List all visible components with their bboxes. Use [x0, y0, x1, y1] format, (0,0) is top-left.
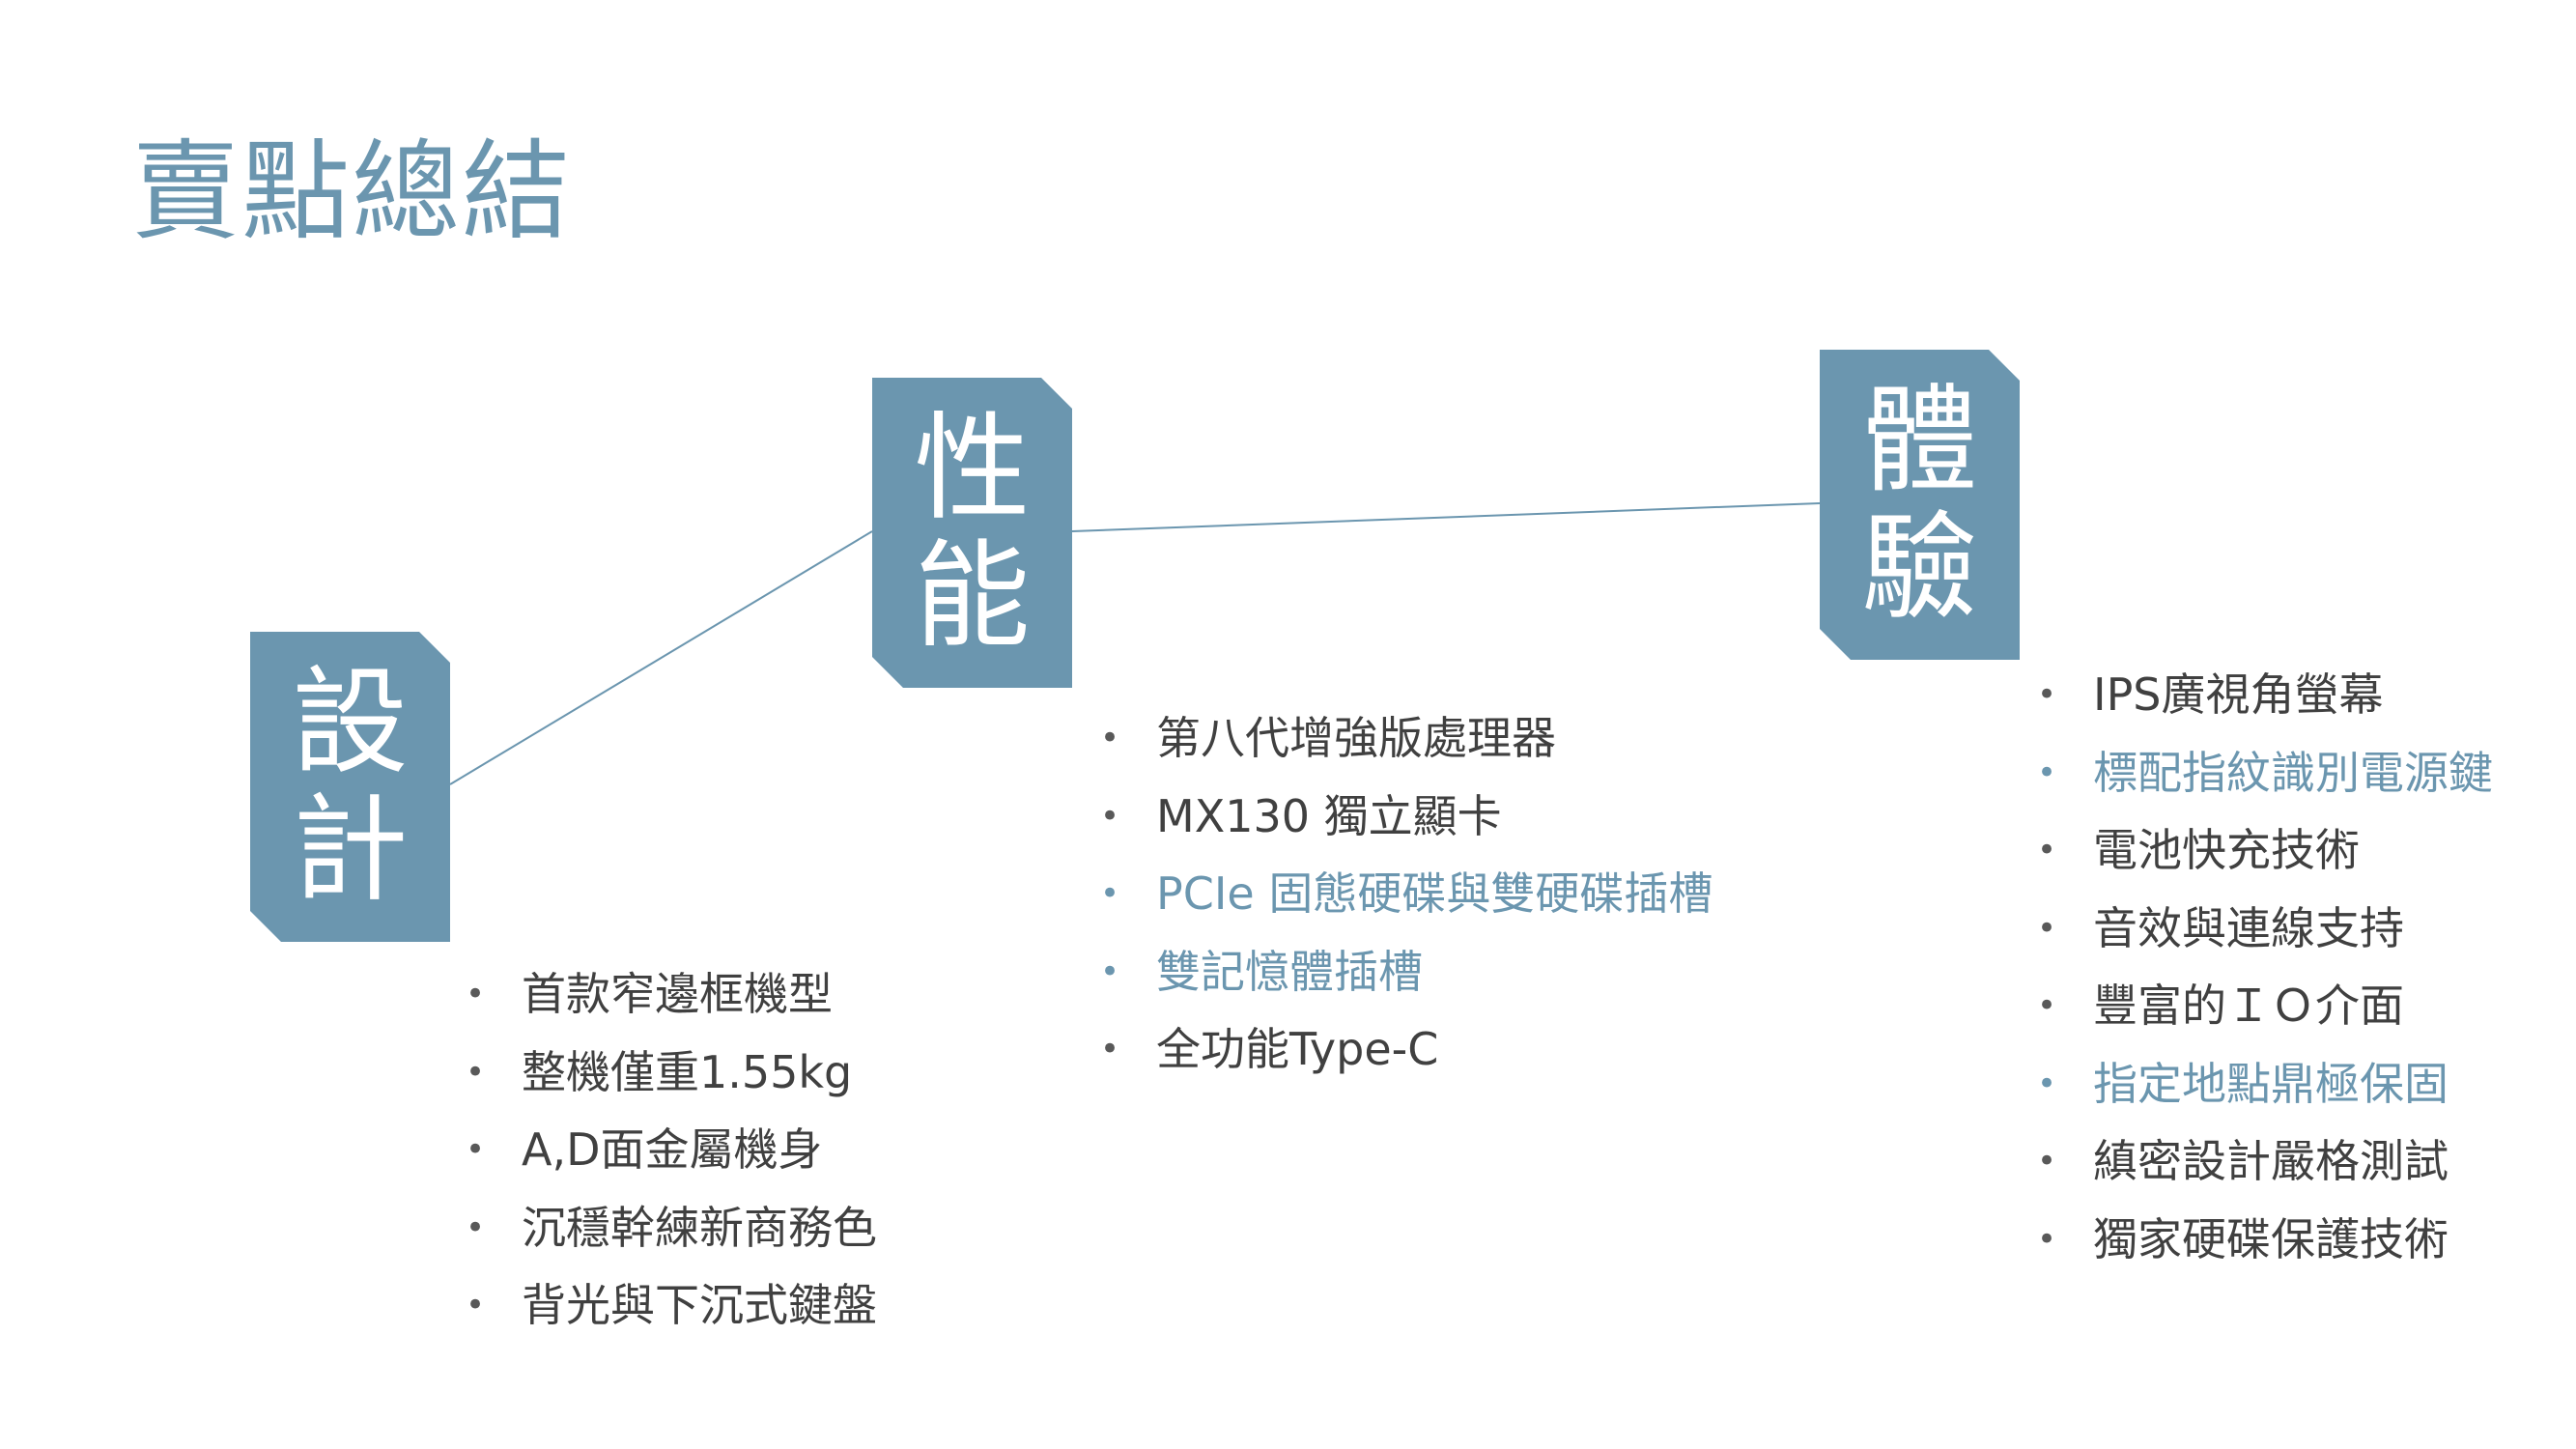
design-feature-item: • 沉穩幹練新商務色 [461, 1189, 877, 1267]
bullet-icon: • [465, 1286, 486, 1324]
experience-feature-item: • 標配指紋識別電源鍵 [2032, 734, 2493, 812]
connector-performance-experience [1071, 502, 1821, 532]
experience-feature-item: • 獨家硬碟保護技術 [2032, 1201, 2493, 1279]
performance-pillar-char-1: 性 [914, 401, 1031, 536]
bullet-icon: • [1099, 952, 1120, 991]
performance-feature-item: • PCIe 固態硬碟與雙硬碟插槽 [1095, 855, 1713, 933]
bullet-icon: • [2036, 986, 2057, 1025]
design-pillar-box: 設 計 [250, 632, 450, 942]
experience-feature-text: IPS廣視角螢幕 [2093, 668, 2384, 721]
bullet-icon: • [2036, 1142, 2057, 1180]
design-pillar-char-2: 計 [292, 782, 409, 918]
experience-feature-item: • 縝密設計嚴格測試 [2032, 1122, 2493, 1201]
design-feature-list: • 首款窄邊框機型 • 整機僅重1.55kg • A,D面金屬機身 • 沉穩幹練新商務色 • 背光… [461, 955, 877, 1345]
bullet-icon: • [465, 1052, 486, 1092]
experience-feature-text: 指定地點鼎極保固 [2093, 1057, 2449, 1110]
bullet-icon: • [2036, 675, 2057, 714]
bullet-icon: • [2036, 753, 2057, 792]
experience-feature-text: 縝密設計嚴格測試 [2093, 1135, 2449, 1187]
bullet-icon: • [2036, 1064, 2057, 1103]
performance-feature-text: 雙記憶體插槽 [1156, 945, 1423, 998]
experience-feature-item: • IPS廣視角螢幕 [2032, 656, 2493, 734]
bullet-icon: • [2036, 831, 2057, 869]
design-feature-item: • 整機僅重1.55kg [461, 1034, 877, 1112]
design-feature-item: • 背光與下沉式鍵盤 [461, 1266, 877, 1345]
performance-pillar-char-2: 能 [914, 528, 1031, 664]
performance-pillar-box: 性 能 [872, 378, 1072, 688]
bullet-icon: • [1099, 1030, 1120, 1068]
design-feature-item: • 首款窄邊框機型 [461, 955, 877, 1034]
experience-pillar-box: 體 驗 [1820, 350, 2020, 660]
performance-feature-item: • 雙記憶體插槽 [1095, 933, 1713, 1011]
slide-title: 賣點總結 [131, 129, 572, 255]
experience-feature-text: 獨家硬碟保護技術 [2093, 1212, 2449, 1265]
experience-feature-text: 標配指紋識別電源鍵 [2093, 746, 2493, 799]
design-feature-item: • A,D面金屬機身 [461, 1111, 877, 1189]
experience-pillar-char-1: 體 [1861, 373, 1978, 508]
experience-feature-text: 豐富的ＩＯ介面 [2093, 980, 2404, 1032]
experience-feature-item: • 豐富的ＩＯ介面 [2032, 967, 2493, 1045]
connector-design-performance [449, 530, 873, 785]
design-feature-text: 沉穩幹練新商務色 [522, 1201, 877, 1254]
design-feature-text: A,D面金屬機身 [522, 1123, 823, 1176]
bullet-icon: • [465, 1208, 486, 1247]
bullet-icon: • [2036, 908, 2057, 948]
design-feature-text: 整機僅重1.55kg [522, 1045, 853, 1098]
performance-feature-text: MX130 獨立顯卡 [1156, 789, 1502, 842]
experience-feature-item: • 電池快充技術 [2032, 811, 2493, 890]
design-feature-text: 首款窄邊框機型 [522, 968, 833, 1020]
experience-feature-list: • IPS廣視角螢幕 • 標配指紋識別電源鍵 • 電池快充技術 • 音效與連線支持 • 豐富的ＩＯ… [2032, 656, 2493, 1278]
performance-feature-text: 第八代增強版處理器 [1156, 712, 1556, 764]
bullet-icon: • [1099, 874, 1120, 913]
performance-feature-item: • MX130 獨立顯卡 [1095, 778, 1713, 856]
performance-feature-item: • 全功能Type-C [1095, 1010, 1713, 1089]
design-pillar-char-1: 設 [292, 655, 409, 790]
bullet-icon: • [1099, 719, 1120, 757]
bullet-icon: • [465, 1130, 486, 1169]
experience-feature-item: • 指定地點鼎極保固 [2032, 1045, 2493, 1123]
experience-pillar-char-2: 驗 [1861, 500, 1978, 636]
performance-feature-item: • 第八代增強版處理器 [1095, 699, 1713, 778]
experience-feature-item: • 音效與連線支持 [2032, 890, 2493, 968]
bullet-icon: • [2036, 1219, 2057, 1259]
experience-feature-text: 電池快充技術 [2093, 824, 2360, 876]
performance-feature-text: PCIe 固態硬碟與雙硬碟插槽 [1156, 867, 1713, 920]
performance-feature-text: 全功能Type-C [1156, 1023, 1439, 1075]
design-feature-text: 背光與下沉式鍵盤 [522, 1279, 877, 1331]
experience-feature-text: 音效與連線支持 [2093, 901, 2404, 954]
bullet-icon: • [1099, 796, 1120, 836]
bullet-icon: • [465, 975, 486, 1013]
performance-feature-list: • 第八代增強版處理器 • MX130 獨立顯卡 • PCIe 固態硬碟與雙硬碟插槽 • 雙記… [1095, 699, 1713, 1089]
